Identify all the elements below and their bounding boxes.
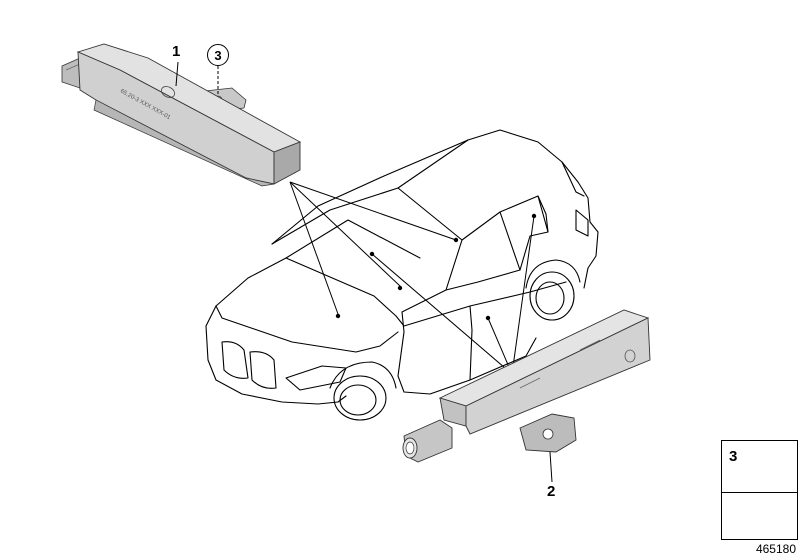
position-dots: [335, 213, 537, 321]
callout-part-1: 1: [172, 43, 181, 60]
leader-line-1: [175, 61, 179, 87]
callout-part-3: 3: [207, 44, 229, 66]
parts-legend: 3: [721, 440, 798, 540]
antenna-module-2: [402, 309, 651, 463]
legend-item-number: 3: [729, 448, 738, 465]
position-leaders: [289, 181, 535, 375]
callout-part-2: 2: [547, 483, 556, 500]
car-outline: [205, 129, 599, 421]
leader-line-2: [549, 451, 553, 483]
document-number: 465180: [755, 542, 796, 556]
legend-divider: [722, 492, 797, 493]
antenna-module-1: [61, 43, 302, 187]
